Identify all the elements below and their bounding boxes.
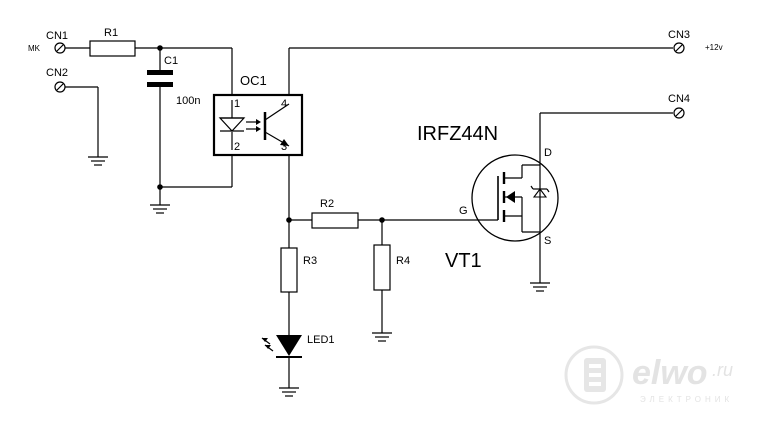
capacitor-c1: C1 100n (147, 55, 200, 107)
r2-label: R2 (320, 198, 334, 210)
c1-value: 100n (176, 95, 200, 107)
ground-symbols (88, 156, 550, 397)
watermark-sub: ЭЛЕКТРОНИК (640, 395, 733, 404)
connector-cn1: CN1 MK (28, 30, 68, 54)
connector-cn2: CN2 (46, 67, 68, 93)
resistor-r1: R1 (89, 27, 136, 57)
resistor-r3: R3 (280, 247, 317, 293)
ground-source (530, 282, 550, 292)
c1-label: C1 (164, 55, 178, 67)
oc1-label: OC1 (240, 73, 267, 88)
ground-c1 (150, 204, 170, 214)
mosfet-vt1: IRFZ44N VT1 G D S (417, 123, 559, 272)
mosfet-model-label: IRFZ44N (417, 123, 498, 145)
led-led1: LED1 (261, 334, 335, 358)
led1-label: LED1 (307, 334, 335, 346)
source-label: S (544, 235, 551, 247)
cn3-note: +12v (705, 43, 723, 52)
oc1-pin1: 1 (234, 98, 240, 110)
oc1-pin2: 2 (234, 141, 240, 153)
r4-label: R4 (396, 255, 410, 267)
cn2-label: CN2 (46, 67, 68, 79)
junctions (157, 45, 385, 223)
drain-label: D (544, 147, 552, 159)
ground-r4 (372, 332, 392, 342)
watermark-text: elwo (632, 354, 708, 392)
resistor-r4: R4 (373, 244, 410, 291)
oc1-pin3: 3 (281, 141, 287, 153)
oc1-pin4: 4 (281, 98, 287, 110)
ground-led (279, 387, 299, 397)
gate-label: G (459, 205, 468, 217)
watermark-suffix: .ru (712, 360, 733, 380)
optocoupler-oc1: OC1 1 2 4 3 (212, 73, 304, 157)
cn3-label: CN3 (668, 29, 690, 41)
cn1-note: MK (28, 44, 41, 53)
cn4-label: CN4 (668, 93, 690, 105)
mosfet-ref-label: VT1 (445, 250, 482, 272)
wires (65, 47, 673, 388)
connector-cn4: CN4 (668, 93, 690, 119)
r3-label: R3 (303, 255, 317, 267)
ground-cn2 (88, 156, 108, 166)
watermark-logo: elwo .ru ЭЛЕКТРОНИК (564, 345, 733, 405)
cn1-label: CN1 (46, 30, 68, 42)
connector-cn3: CN3 +12v (668, 29, 723, 54)
r1-label: R1 (104, 27, 118, 39)
resistor-r2: R2 (311, 198, 359, 229)
